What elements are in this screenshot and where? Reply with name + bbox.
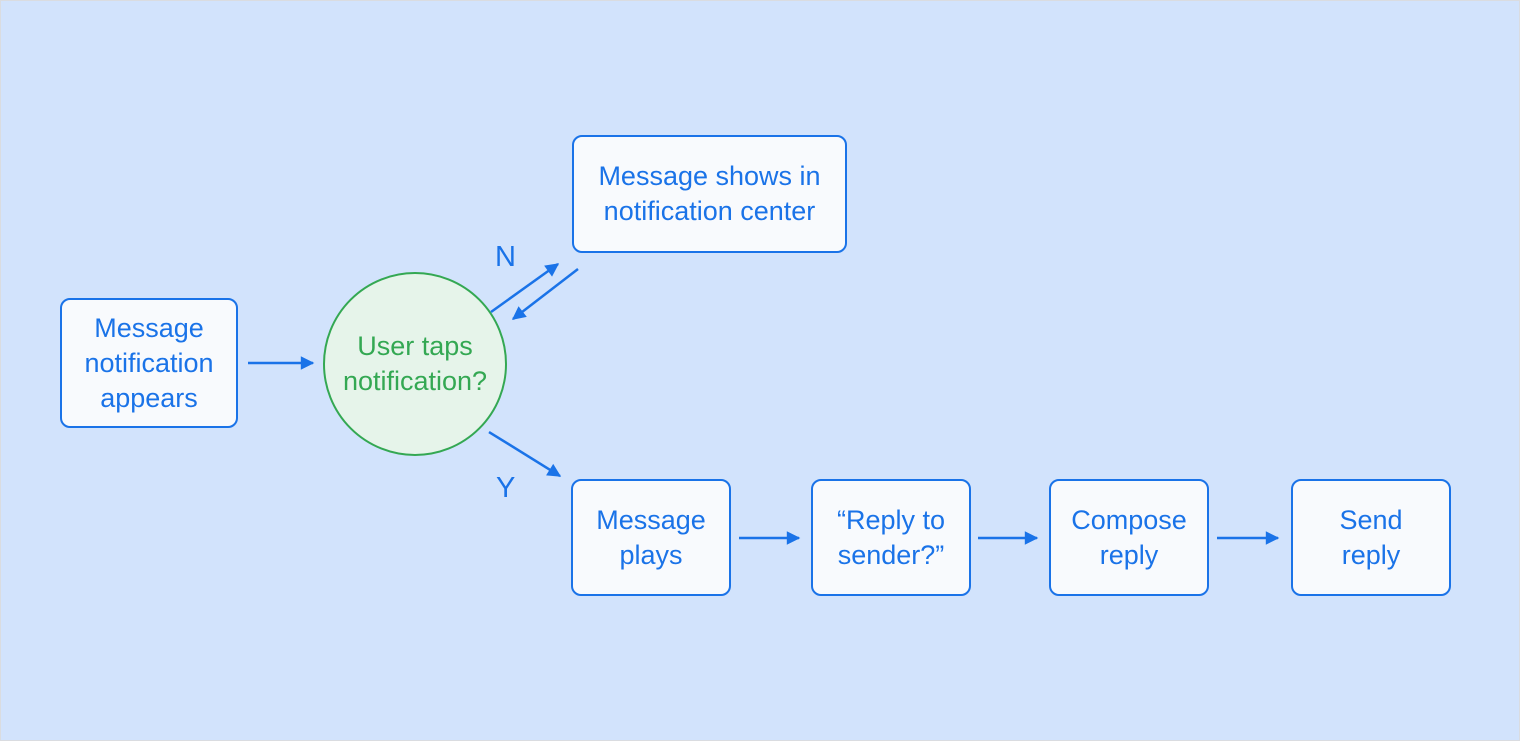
edge-label-yes: Y	[496, 472, 516, 504]
node-user-taps-notification-decision: User taps notification?	[323, 272, 507, 456]
node-message-plays: Message plays	[571, 479, 731, 596]
edge-decision-to-notification-center	[490, 262, 560, 314]
node-message-notification-appears: Message notification appears	[60, 298, 238, 428]
edge-notification-center-to-decision	[511, 268, 579, 320]
node-reply-to-sender-prompt: “Reply to sender?”	[811, 479, 971, 596]
node-message-shows-in-notification-center: Message shows in notification center	[572, 135, 847, 253]
node-send-reply: Send reply	[1291, 479, 1451, 596]
node-compose-reply: Compose reply	[1049, 479, 1209, 596]
edge-label-no: N	[495, 241, 516, 273]
edge-decision-to-message-plays	[488, 430, 562, 478]
